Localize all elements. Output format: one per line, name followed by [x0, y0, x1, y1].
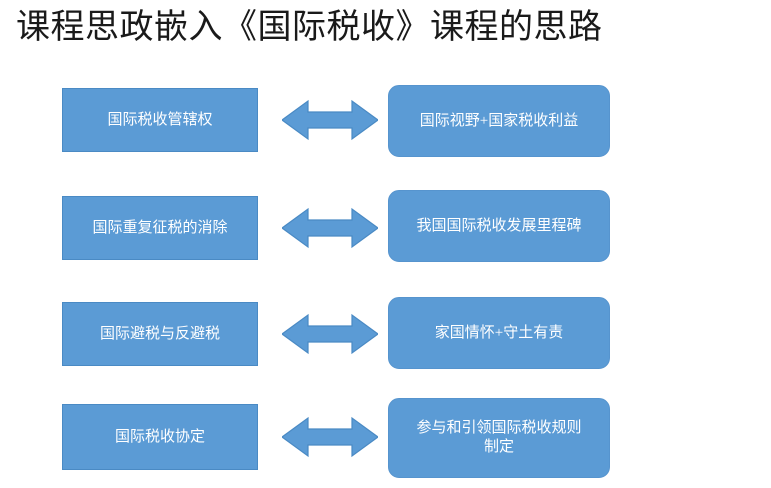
ideological-goal-line1: 参与和引领国际税收规则 [416, 420, 582, 436]
ideological-goal-box[interactable]: 我国国际税收发展里程碑 [388, 190, 610, 262]
double-headed-arrow-icon [282, 97, 378, 143]
ideological-goal-line1: 国际视野+国家税收利益 [419, 112, 579, 129]
course-topic-box[interactable]: 国际重复征税的消除 [62, 196, 258, 260]
ideological-goal-box[interactable]: 家国情怀+守土有责 [388, 297, 610, 369]
ideological-goal-box[interactable]: 参与和引领国际税收规则 制定 [388, 398, 610, 478]
ideological-goal-label: 参与和引领国际税收规则 制定 [397, 419, 601, 457]
course-topic-box[interactable]: 国际税收管辖权 [62, 88, 258, 152]
ideological-goal-line2: 制定 [483, 439, 514, 455]
course-topic-box[interactable]: 国际税收协定 [62, 404, 258, 470]
course-topic-label: 国际税收管辖权 [107, 111, 213, 128]
double-headed-arrow-icon [282, 205, 378, 251]
course-topic-box[interactable]: 国际避税与反避税 [62, 302, 258, 366]
double-headed-arrow-icon [282, 311, 378, 357]
ideological-goal-line1: 我国国际税收发展里程碑 [416, 217, 582, 234]
page-title: 课程思政嵌入《国际税收》课程的思路 [16, 9, 603, 46]
ideological-goal-label: 我国国际税收发展里程碑 [397, 217, 601, 236]
ideological-goal-label: 家国情怀+守土有责 [397, 324, 601, 343]
double-headed-arrow-icon [282, 414, 378, 460]
ideological-goal-box[interactable]: 国际视野+国家税收利益 [388, 85, 610, 157]
course-topic-label: 国际避税与反避税 [99, 325, 220, 342]
course-topic-label: 国际税收协定 [114, 428, 205, 445]
ideological-goal-label: 国际视野+国家税收利益 [397, 112, 601, 131]
ideological-goal-line1: 家国情怀+守土有责 [434, 324, 564, 341]
course-topic-label: 国际重复征税的消除 [92, 219, 228, 236]
